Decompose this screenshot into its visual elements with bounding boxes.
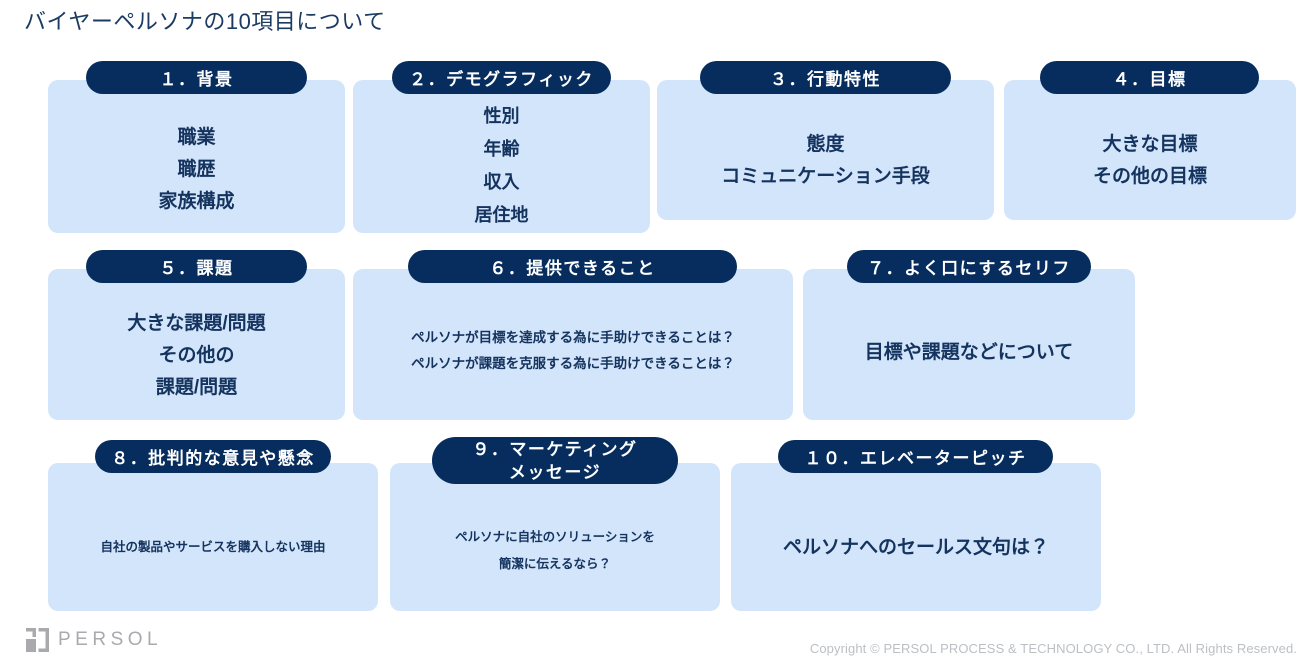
card-2-line-3: 収入: [483, 171, 520, 192]
card-5-header-pill[interactable]: ５．課題: [86, 250, 307, 283]
card-9-header-line-2: メッセージ: [508, 462, 602, 482]
card-10-body: ペルソナへのセールス文句は？: [731, 491, 1101, 603]
card-2-line-2: 年齢: [483, 138, 520, 159]
card-3-line-2: コミュニケーション手段: [721, 166, 930, 187]
card-4-header-pill[interactable]: ４．目標: [1040, 61, 1259, 94]
copyright-text: Copyright © PERSOL PROCESS & TECHNOLOGY …: [809, 641, 1297, 656]
card-4-line-1: 大きな目標: [1102, 134, 1198, 155]
card-9-header-line-1: ９．マーケティング: [472, 439, 638, 459]
card-3-header-pill[interactable]: ３．行動特性: [700, 61, 951, 94]
card-6-line-2: ペルソナが課題を克服する為に手助けできることは？: [411, 355, 735, 371]
card-2-header-pill[interactable]: ２．デモグラフィック: [392, 61, 611, 94]
card-4-line-2: その他の目標: [1092, 166, 1207, 187]
page-title: バイヤーペルソナの10項目について: [24, 9, 386, 34]
card-8-header-pill[interactable]: ８．批判的な意見や懸念: [95, 440, 331, 473]
card-6-background[interactable]: ペルソナが目標を達成する為に手助けできることは？ ペルソナが課題を克服する為に手…: [353, 269, 793, 420]
card-5-line-2: その他の: [158, 344, 235, 366]
card-2-body: 性別 年齢 収入 居住地: [353, 106, 650, 225]
persol-logo-mark-icon: [26, 628, 49, 652]
card-5-background[interactable]: 大きな課題/問題 その他の 課題/問題: [48, 269, 345, 420]
card-9-line-2: 簡潔に伝えるなら？: [498, 557, 612, 571]
card-1-body: 職業 職歴 家族構成: [48, 114, 345, 225]
card-7-header-pill[interactable]: ７．よく口にするセリフ: [847, 250, 1091, 283]
card-10-line-1: ペルソナへのセールス文句は？: [782, 536, 1049, 558]
card-3-body: 態度 コミュニケーション手段: [657, 110, 994, 212]
footer-logo: PERSOL: [26, 628, 162, 652]
card-10-header-pill[interactable]: １０．エレベーターピッチ: [778, 440, 1053, 473]
card-8-line-1: 自社の製品やサービスを購入しない理由: [100, 539, 326, 554]
card-1-line-2: 職歴: [177, 158, 216, 180]
card-7-line-1: 目標や課題などについて: [864, 341, 1074, 363]
card-3-line-1: 態度: [806, 134, 845, 155]
card-6-header-pill[interactable]: ６．提供できること: [408, 250, 737, 283]
card-1-line-3: 家族構成: [158, 190, 235, 212]
card-5-line-1: 大きな課題/問題: [127, 312, 266, 334]
card-3-background[interactable]: 態度 コミュニケーション手段: [657, 80, 994, 220]
card-6-body: ペルソナが目標を達成する為に手助けできることは？ ペルソナが課題を克服する為に手…: [353, 303, 793, 398]
card-6-line-1: ペルソナが目標を達成する為に手助けできることは？: [411, 329, 735, 345]
card-5-line-3: 課題/問題: [155, 376, 238, 398]
card-2-line-1: 性別: [483, 105, 520, 126]
card-1-header-pill[interactable]: １．背景: [86, 61, 307, 94]
persol-logo-text: PERSOL: [58, 629, 163, 650]
card-9-body: ペルソナに自社のソリューションを 簡潔に伝えるなら？: [390, 499, 720, 603]
card-2-line-4: 居住地: [474, 204, 529, 225]
card-7-body: 目標や課題などについて: [803, 293, 1135, 412]
card-2-background[interactable]: 性別 年齢 収入 居住地: [353, 80, 650, 233]
card-8-body: 自社の製品やサービスを購入しない理由: [48, 491, 378, 603]
card-9-background[interactable]: ペルソナに自社のソリューションを 簡潔に伝えるなら？: [390, 463, 720, 611]
card-1-line-1: 職業: [177, 126, 216, 148]
card-9-header-pill[interactable]: ９．マーケティング メッセージ: [432, 437, 678, 484]
card-7-background[interactable]: 目標や課題などについて: [803, 269, 1135, 420]
card-4-background[interactable]: 大きな目標 その他の目標: [1004, 80, 1296, 220]
card-4-body: 大きな目標 その他の目標: [1004, 110, 1296, 212]
card-9-line-1: ペルソナに自社のソリューションを: [455, 530, 655, 544]
card-8-background[interactable]: 自社の製品やサービスを購入しない理由: [48, 463, 378, 611]
card-10-background[interactable]: ペルソナへのセールス文句は？: [731, 463, 1101, 611]
card-1-background[interactable]: 職業 職歴 家族構成: [48, 80, 345, 233]
card-5-body: 大きな課題/問題 その他の 課題/問題: [48, 299, 345, 412]
